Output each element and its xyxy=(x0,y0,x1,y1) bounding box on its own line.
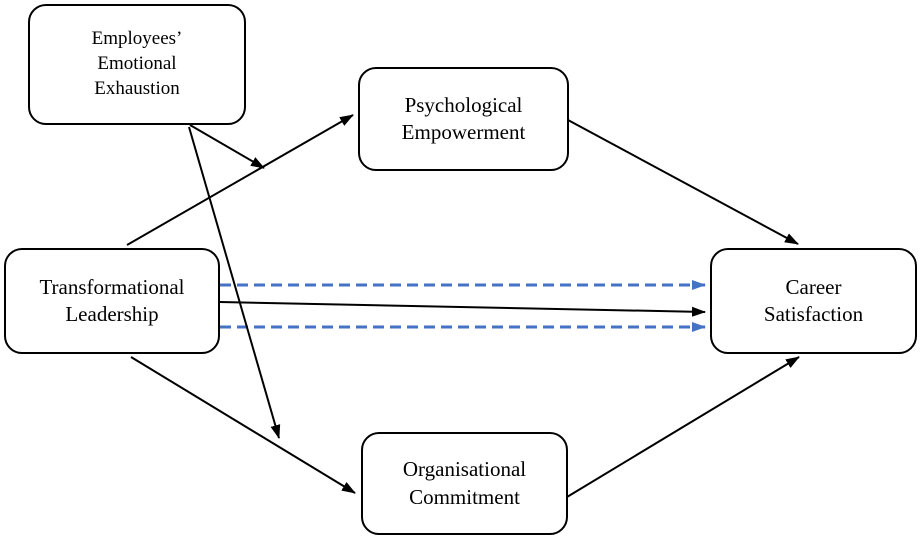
arrow-tl-to-org xyxy=(130,356,356,494)
node-label-line: Psychological xyxy=(404,92,523,117)
arrow-exhaustion-to-tl-org-path xyxy=(188,126,281,439)
arrow-psych-to-career xyxy=(567,119,799,245)
node-label-line: Transformational xyxy=(39,274,185,299)
node-label-line: Employees’ xyxy=(91,28,183,50)
node-label-line: Exhaustion xyxy=(94,77,180,99)
node-label-line: Satisfaction xyxy=(763,302,864,326)
node-label-line: Organisational xyxy=(402,457,527,482)
node-transformational-leadership: Transformational Leadership xyxy=(4,248,220,354)
node-label-line: Commitment xyxy=(409,484,520,509)
node-label-line: Empowerment xyxy=(401,120,526,144)
node-organisational-commitment: Organisational Commitment xyxy=(361,432,568,535)
arrow-exhaustion-to-tl-psych-path xyxy=(189,124,265,169)
node-career-satisfaction: Career Satisfaction xyxy=(710,248,917,354)
node-label-line: Emotional xyxy=(97,53,177,75)
arrow-tl-to-psych xyxy=(126,114,354,246)
node-label-line: Career xyxy=(785,274,842,299)
node-emotional-exhaustion: Employees’ Emotional Exhaustion xyxy=(28,4,246,125)
node-psychological-empowerment: Psychological Empowerment xyxy=(358,67,569,171)
node-label-line: Leadership xyxy=(65,302,159,326)
arrow-tl-to-career-direct xyxy=(219,301,706,317)
arrow-org-to-career xyxy=(566,356,800,498)
